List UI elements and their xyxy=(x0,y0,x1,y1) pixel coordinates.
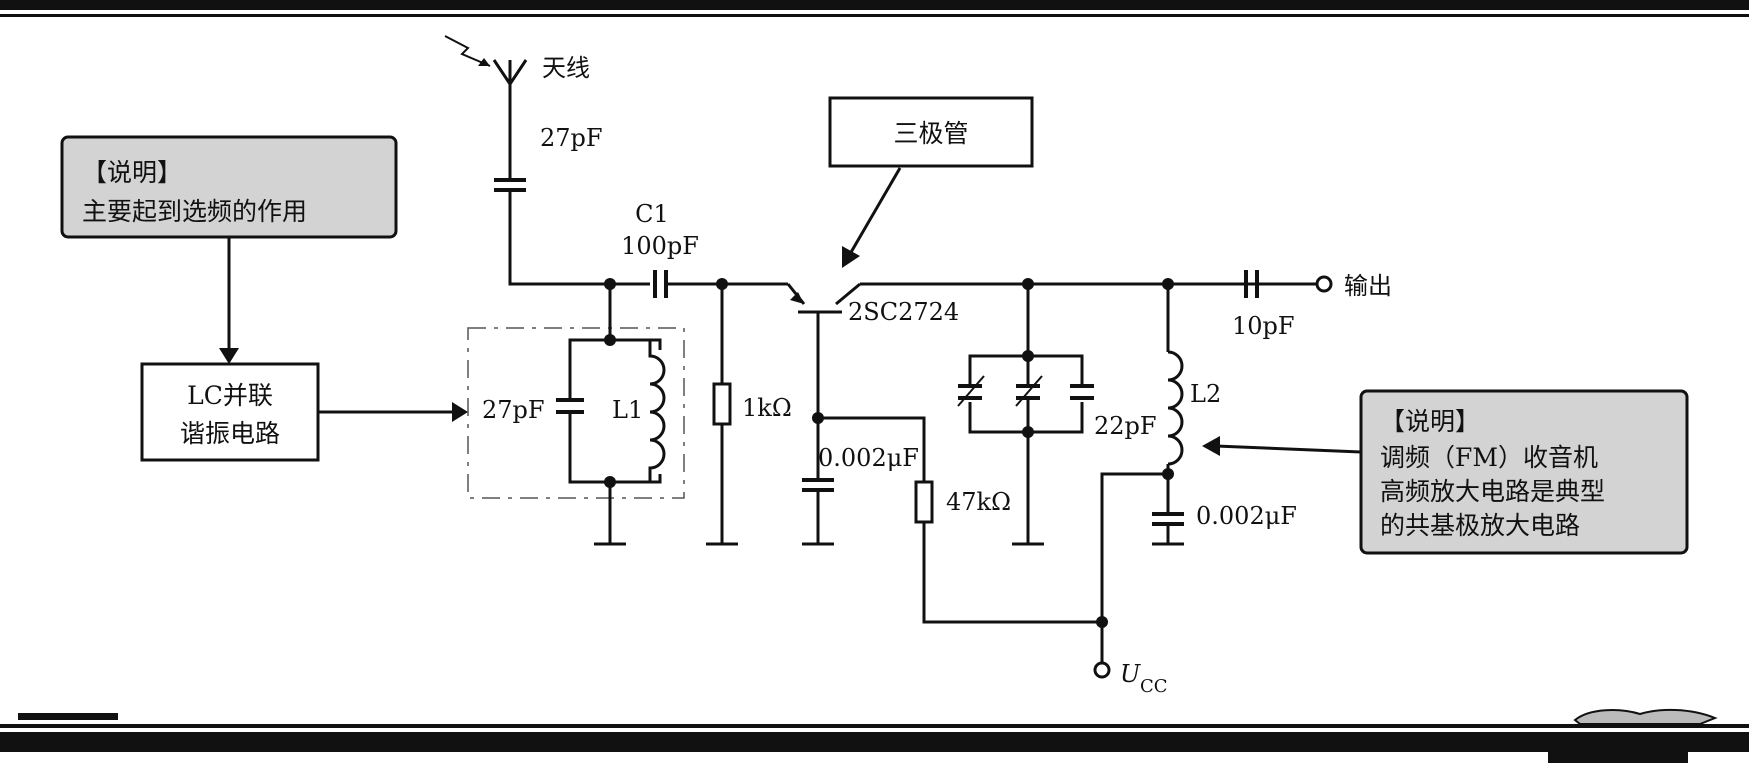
vcc-subscript: CC xyxy=(1140,676,1168,697)
vcc-label: U xyxy=(1120,660,1141,688)
note-right-arrow xyxy=(1215,444,1362,454)
note-right-line2: 调频（FM）收音机 xyxy=(1380,443,1598,472)
transistor-callout-arrow xyxy=(848,167,902,255)
frame-top-bar xyxy=(0,0,1749,17)
transistor-model: 2SC2724 xyxy=(848,298,959,326)
base-cap-label: 0.002μF xyxy=(818,444,919,472)
l1-inductor xyxy=(648,340,666,482)
note-right-line3: 高频放大电路是典型 xyxy=(1380,477,1605,506)
junction-dot xyxy=(1162,468,1174,480)
note-left-body: 主要起到选频的作用 xyxy=(82,197,307,226)
trimmer-capacitor-1 xyxy=(957,375,985,407)
output-label: 输出 xyxy=(1344,272,1392,300)
l2-inductor xyxy=(1167,350,1184,466)
tank-cap-label: 27pF xyxy=(482,396,545,424)
r1-label: 1kΩ xyxy=(742,394,792,422)
output-terminal xyxy=(1315,275,1333,293)
antenna-icon xyxy=(444,35,528,85)
note-left-title: 【说明】 xyxy=(82,158,182,187)
lc-box-line1: LC并联 xyxy=(187,381,273,410)
r2-label: 47kΩ xyxy=(946,488,1011,516)
lc-box xyxy=(140,362,320,462)
vcc-terminal xyxy=(1093,661,1111,679)
tank-dashed-box xyxy=(467,327,685,499)
antenna-to-bus-wire xyxy=(508,190,650,286)
output-cap-label: 10pF xyxy=(1232,312,1295,340)
r2-resistor xyxy=(914,480,934,524)
vcc-cap-label: 0.002μF xyxy=(1196,502,1297,530)
r2-wire xyxy=(818,416,926,482)
antenna-label: 天线 xyxy=(542,54,590,82)
l1-label: L1 xyxy=(612,396,643,424)
note-right-line4: 的共基极放大电路 xyxy=(1380,511,1580,540)
l2-label: L2 xyxy=(1190,380,1221,408)
fixed-capacitor-22pf xyxy=(1070,384,1094,400)
antenna-cap-label: 27pF xyxy=(540,124,603,152)
note-right-title: 【说明】 xyxy=(1380,407,1480,436)
base-capacitor xyxy=(802,478,834,492)
transistor-symbol xyxy=(786,282,861,418)
lc-box-line2: 谐振电路 xyxy=(180,419,280,448)
c1-value: 100pF xyxy=(621,232,699,260)
trim-cap-label: 22pF xyxy=(1094,412,1157,440)
l2-tap-wire xyxy=(1100,472,1168,622)
frame-bottom-bar xyxy=(0,708,1749,763)
transistor-callout-box xyxy=(828,96,1034,168)
r1-resistor xyxy=(712,382,732,426)
antenna-capacitor xyxy=(494,178,526,192)
c1-name: C1 xyxy=(635,200,669,228)
transistor-callout-text: 三极管 xyxy=(893,119,968,148)
note-right-box xyxy=(1359,389,1689,555)
c1-capacitor xyxy=(653,270,668,298)
tank-capacitor xyxy=(556,340,584,482)
junction-dot xyxy=(604,278,616,290)
vcc-capacitor xyxy=(1152,512,1184,526)
